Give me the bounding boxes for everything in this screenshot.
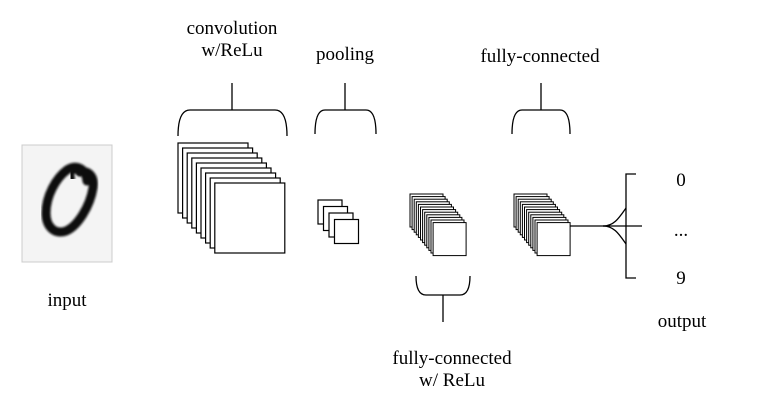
bracket-fully-connected-bottom xyxy=(415,275,471,296)
brackets xyxy=(177,83,571,322)
stack-pooling xyxy=(317,199,360,245)
stack-fully-connected xyxy=(513,193,571,257)
stack-convolution xyxy=(177,142,286,254)
fully-connected-relu-layer xyxy=(432,222,467,257)
label-fully-connected-bottom: fully-connected w/ ReLu xyxy=(372,348,532,392)
pooling-layer xyxy=(333,218,360,245)
bracket-convolution xyxy=(177,109,288,137)
convolution-layer xyxy=(214,182,286,254)
label-convolution-line1: convolution xyxy=(186,18,278,39)
label-convolution-line2: w/ReLu xyxy=(201,40,263,61)
output-label-0: 0 xyxy=(676,170,686,191)
handwritten-digit-zero-icon xyxy=(41,162,98,237)
output-connector xyxy=(570,173,642,279)
label-fully-connected-bottom-line2: w/ ReLu xyxy=(419,370,485,391)
fully-connected-layer xyxy=(536,222,571,257)
output-label-ellipsis: ... xyxy=(673,220,689,241)
label-input: input xyxy=(47,290,87,311)
stack-fully-connected-relu xyxy=(409,193,467,257)
input-frame xyxy=(21,144,113,263)
input-image xyxy=(21,144,113,263)
label-convolution: convolution w/ReLu xyxy=(172,18,292,62)
bracket-pooling xyxy=(314,109,377,135)
output-label-9: 9 xyxy=(676,268,686,289)
bracket-fully-connected-top xyxy=(511,109,571,135)
label-fully-connected-bottom-line1: fully-connected xyxy=(392,348,512,369)
output-curve-down xyxy=(602,225,627,245)
label-fully-connected-top: fully-connected xyxy=(480,46,600,67)
output-bracket xyxy=(625,173,636,279)
label-output: output xyxy=(657,311,707,332)
output-curve-up xyxy=(602,207,627,227)
label-pooling: pooling xyxy=(315,44,375,65)
